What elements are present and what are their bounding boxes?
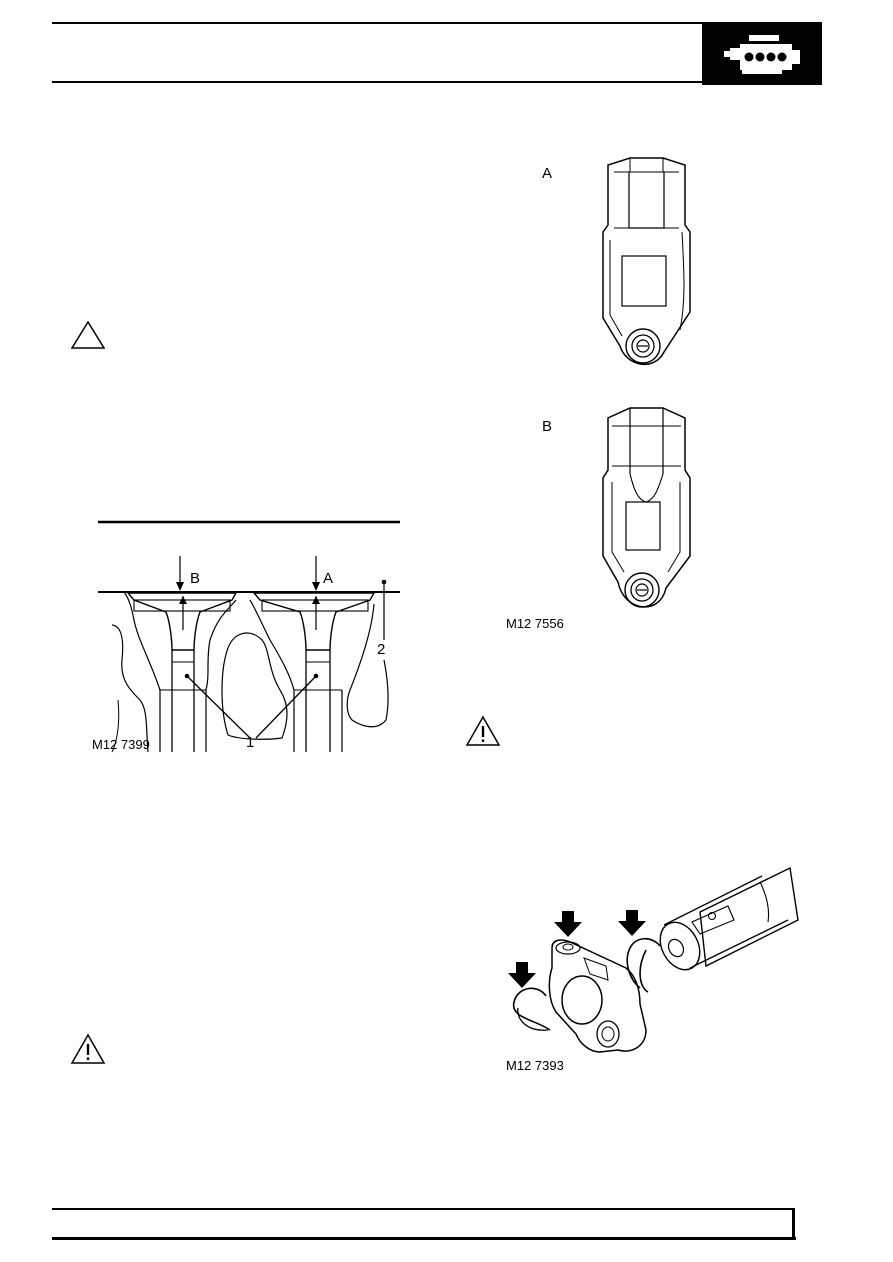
label-1: 1: [246, 734, 255, 751]
label-b: B: [542, 418, 553, 435]
engine-icon: [724, 35, 800, 74]
figure-rocker-arms: A B M12 7556: [500, 150, 720, 640]
rocker-arm-a-drawing: [602, 157, 691, 366]
valve-drawing: [98, 520, 400, 753]
header-top-rule: [52, 22, 822, 24]
arrow-down-icon: [618, 910, 646, 936]
figure-caption: M12 7556: [506, 616, 564, 631]
figure-caption: M12 7393: [506, 1058, 564, 1073]
label-a: A: [542, 165, 553, 182]
figure-valve-depth: B A 2 1 M12 7399: [80, 515, 410, 760]
footer-bottom-rule: [52, 1237, 796, 1240]
figure-caption: M12 7399: [92, 737, 150, 752]
arrow-down-icon: [554, 911, 582, 937]
figure-rocker-shaft: M12 7393: [500, 860, 800, 1075]
rocker-arm-b-drawing: [602, 407, 691, 608]
arrow-down-icon: [508, 962, 536, 988]
label-b: B: [190, 570, 201, 587]
warning-icon-2: [465, 715, 501, 746]
footer-right-rule: [792, 1208, 795, 1240]
rocker-shaft-drawing: [513, 866, 799, 1053]
section-tab: [702, 22, 822, 85]
footer-top-rule: [52, 1208, 794, 1210]
warning-icon-3: [70, 1033, 106, 1064]
warning-icon-1: [70, 320, 106, 349]
label-a: A: [323, 570, 334, 587]
label-2: 2: [377, 641, 386, 658]
header-bottom-rule: [52, 81, 822, 83]
